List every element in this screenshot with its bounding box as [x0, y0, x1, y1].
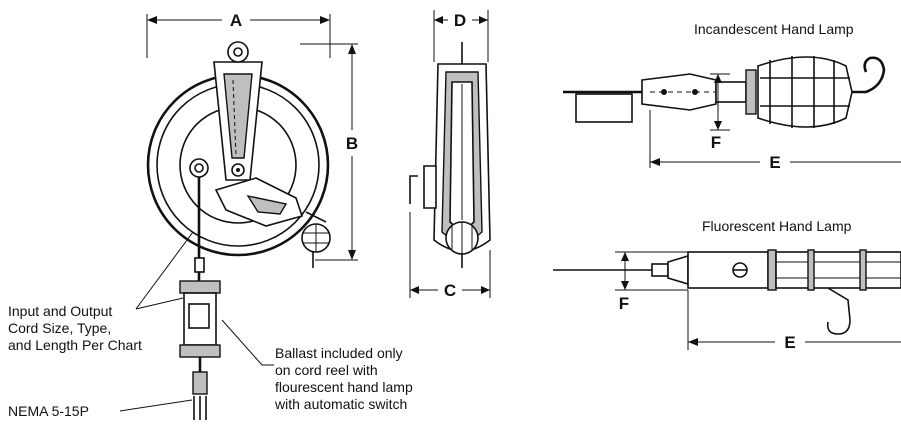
flu-band-1 — [767, 249, 777, 291]
fluorescent-lamp-view: Fluorescent Hand Lamp F E — [553, 218, 901, 352]
side-guide-bracket — [423, 165, 437, 209]
dim-a-arrow-left — [147, 16, 157, 24]
note-cord-line-1: Input and Output — [8, 303, 112, 319]
flu-end-cap — [667, 254, 689, 286]
dim-f-flu-arrow-top — [621, 252, 629, 261]
caption-fluorescent: Fluorescent Hand Lamp — [702, 218, 852, 234]
dim-f-inc-arrow-top — [714, 74, 722, 83]
note-plug: NEMA 5-15P — [8, 403, 89, 419]
dim-a-label: A — [230, 11, 242, 30]
ballast-top-cap — [179, 280, 221, 294]
callout-ballast-leader — [221, 319, 274, 366]
dim-c-label: C — [444, 281, 456, 300]
note-ballast-line-3: flourescent hand lamp — [275, 379, 413, 395]
inc-socket-ring — [745, 69, 757, 115]
reel-cord-grip — [194, 257, 205, 273]
plug-body — [192, 371, 208, 395]
ballast-window — [188, 303, 210, 329]
reel-front-view: A B — [8, 11, 413, 420]
reel-lamp-clip — [305, 211, 327, 223]
callout-plug-leader — [119, 399, 193, 412]
dim-f-inc-label: F — [711, 133, 721, 152]
dim-e-flu-label: E — [784, 333, 795, 352]
reel-bracket-hidden-line — [232, 79, 237, 157]
note-ballast-line-2: on cord reel with — [275, 362, 378, 378]
inc-handle-rivet — [661, 89, 667, 95]
dim-f-flu-label: F — [619, 294, 629, 313]
flu-tube-guard — [775, 251, 901, 289]
dim-d-label: D — [454, 11, 466, 30]
dim-f-inc-arrow-bottom — [714, 121, 722, 130]
note-ballast-line-1: Ballast included only — [275, 345, 403, 361]
note-cord-line-2: Cord Size, Type, — [8, 320, 111, 336]
side-input-cord — [409, 175, 418, 204]
dim-b-arrow-bottom — [348, 250, 356, 260]
dim-c-arrow-left — [410, 286, 419, 294]
flu-band-3 — [859, 249, 867, 291]
note-ballast-line-4: with automatic switch — [274, 396, 407, 412]
flu-band-2 — [807, 249, 815, 291]
dim-e-inc-arrow-left — [650, 158, 660, 166]
reel-bracket-channel — [223, 73, 253, 159]
ballast-bottom-cap — [179, 344, 221, 358]
flu-lamp-body — [687, 251, 769, 289]
reel-guide-slot — [246, 194, 288, 215]
reel-side-view: D C — [409, 10, 491, 300]
flu-hanging-hook — [826, 287, 851, 335]
note-cord-line-3: and Length Per Chart — [8, 337, 142, 353]
caption-incandescent: Incandescent Hand Lamp — [694, 21, 854, 37]
incandescent-lamp-view: Incandescent Hand Lamp F E — [563, 21, 901, 172]
dim-b-arrow-top — [348, 44, 356, 54]
reel-mount-ring-hole — [233, 47, 243, 57]
dim-e-inc-label: E — [769, 153, 780, 172]
dim-f-flu-arrow-bottom — [621, 281, 629, 290]
inc-switch-housing — [715, 81, 747, 103]
dim-a-arrow-right — [320, 16, 330, 24]
reel-axle-center — [236, 168, 240, 172]
dim-d-arrow-left — [434, 16, 443, 24]
dim-d-arrow-right — [479, 16, 488, 24]
callout-cord-leader-1 — [135, 231, 194, 310]
inc-lamp-guard — [757, 56, 853, 128]
inc-handle-rivet-2 — [692, 89, 698, 95]
reel-cord-outlet-inner — [194, 163, 204, 173]
callout-cord-leader-2 — [135, 297, 184, 310]
dim-c-arrow-right — [481, 286, 490, 294]
dim-e-flu-arrow-left — [688, 338, 698, 346]
inc-outlet-box — [575, 93, 633, 123]
flu-cord-strain-relief — [651, 263, 669, 277]
dim-b-label: B — [346, 134, 358, 153]
inc-hanging-hook — [852, 56, 886, 94]
